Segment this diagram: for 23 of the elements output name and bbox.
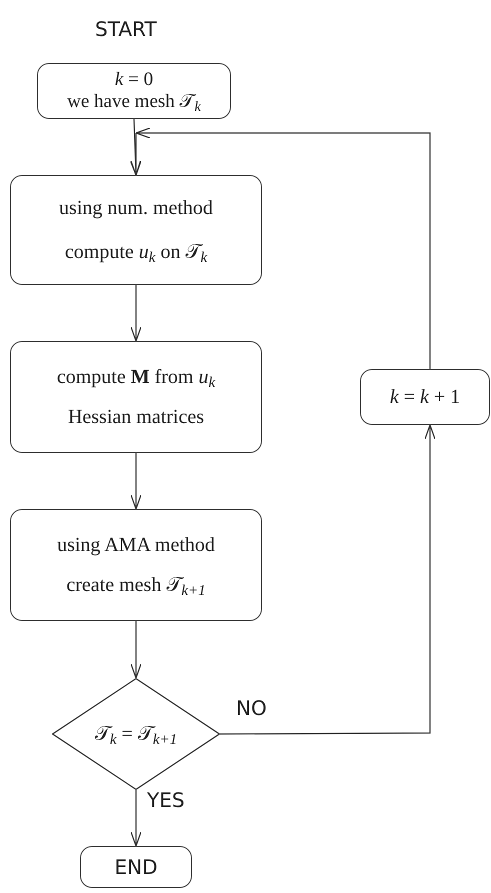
step-text: we have mesh 𝒯$_{k}$ [67, 91, 201, 113]
start-label: START [95, 16, 157, 43]
step-text: END [114, 854, 158, 881]
step-text: using AMA method create mesh 𝒯$_{k+1}$ [56, 533, 216, 601]
edge-label: YES [147, 790, 185, 810]
process-box [10, 509, 262, 621]
arrow [130, 127, 431, 369]
arrow [130, 285, 142, 342]
step-text: k = 0 [114, 69, 154, 91]
arrow [220, 424, 436, 735]
condition-text: 𝒯$_{k}$ = 𝒯$_{k+1}$ [94, 722, 178, 749]
step-text: using num. method compute u$_{k}$ on 𝒯$_{k}$ [58, 196, 214, 268]
process-box [360, 369, 490, 425]
process-box [10, 341, 262, 453]
process-box [37, 63, 231, 119]
process-box [10, 175, 262, 285]
step-text: k = k + 1 [390, 385, 460, 410]
step-text: compute M from u$_{k}$ Hessian matrices [56, 365, 216, 430]
edge-label: NO [236, 698, 267, 718]
arrow [130, 621, 142, 679]
arrow [130, 453, 142, 510]
arrow [130, 790, 142, 847]
terminal-box [80, 846, 192, 888]
